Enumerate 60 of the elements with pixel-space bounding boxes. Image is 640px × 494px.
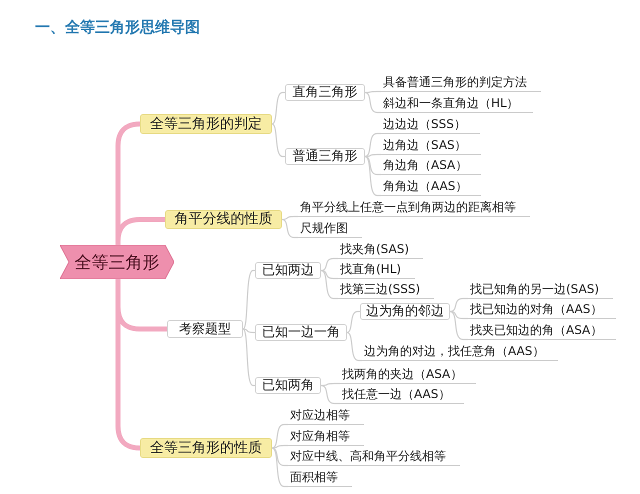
branch-line: [364, 90, 382, 94]
branch-line: [449, 310, 469, 320]
topic-box: 角平分线的性质: [165, 210, 282, 228]
underlined-text: 找夹已知边的角（ASA）: [468, 321, 616, 340]
subtopic-box: 已知一边一角: [255, 324, 347, 340]
branch-line: [242, 328, 256, 386]
underlined-text: 斜边和一条直角边（HL）: [381, 94, 533, 113]
branch-line: [320, 270, 339, 280]
topic-box: 全等三角形的性质: [140, 438, 272, 458]
subtopic-box: 边为角的邻边: [360, 302, 450, 320]
branch-line: [320, 384, 341, 404]
underlined-text: 找直角(HL): [338, 260, 416, 279]
branch-line: [320, 258, 339, 272]
branch-line: [364, 154, 382, 158]
branch-line: [281, 218, 299, 238]
branch-line: [320, 270, 339, 300]
topic-box: 全等三角形的判定: [140, 114, 272, 134]
branch-line: [449, 298, 469, 312]
subtopic-box: 已知两角: [255, 376, 321, 394]
branch-line: [242, 270, 256, 330]
underlined-text: 找任意一边（AAS）: [340, 385, 464, 404]
underlined-text: 找夹角(SAS): [338, 240, 424, 259]
underlined-text: 边角边（SAS）: [381, 136, 481, 155]
subtopic-box: 考察题型: [167, 320, 243, 338]
branch-line: [346, 310, 361, 334]
underlined-text: 具备普通三角形的判定方法: [381, 73, 541, 92]
branch-line: [271, 123, 286, 158]
underlined-text: 找已知角的另一边(SAS): [468, 280, 614, 299]
underlined-text: 边为角的对边，找任意角（AAS）: [362, 342, 558, 361]
underlined-text: 找第三边(SSS): [338, 280, 434, 299]
branch-line: [364, 92, 382, 114]
underlined-text: 角平分线上任意一点到角两边的距离相等: [298, 198, 530, 217]
underlined-text: 尺规作图: [298, 219, 362, 238]
branch-line: [281, 216, 299, 220]
branch-line: [364, 156, 382, 176]
underlined-text: 找已知边的对角（AAS）: [468, 300, 616, 319]
diagram-title: 一、全等三角形思维导图: [35, 18, 200, 37]
branch-line: [271, 447, 289, 466]
underlined-text: 边边边（SSS）: [381, 115, 480, 134]
underlined-text: 对应中线、高和角平分线相等: [288, 447, 460, 466]
branch-line: [271, 444, 289, 449]
branch-line: [242, 328, 256, 334]
subtopic-box: 直角三角形: [285, 84, 365, 100]
underlined-text: 对应边相等: [288, 406, 364, 425]
branch-line: [320, 382, 341, 386]
subtopic-box: 普通三角形: [285, 148, 365, 164]
branch-line: [346, 332, 363, 362]
underlined-text: 角角边（AAS）: [381, 177, 482, 196]
underlined-text: 找两角的夹边（ASA）: [340, 365, 476, 384]
underlined-text: 面积相等: [288, 468, 352, 487]
branch-line: [364, 132, 382, 158]
branch-line: [364, 156, 382, 196]
underlined-text: 角边角（ASA）: [381, 156, 482, 175]
branch-line: [271, 424, 289, 449]
central-topic-banner: 全等三角形: [60, 245, 174, 279]
branch-line: [449, 310, 469, 340]
subtopic-box: 已知两边: [255, 262, 321, 278]
branch-line: [271, 447, 289, 488]
underlined-text: 对应角相等: [288, 427, 364, 446]
branch-line: [271, 92, 286, 125]
